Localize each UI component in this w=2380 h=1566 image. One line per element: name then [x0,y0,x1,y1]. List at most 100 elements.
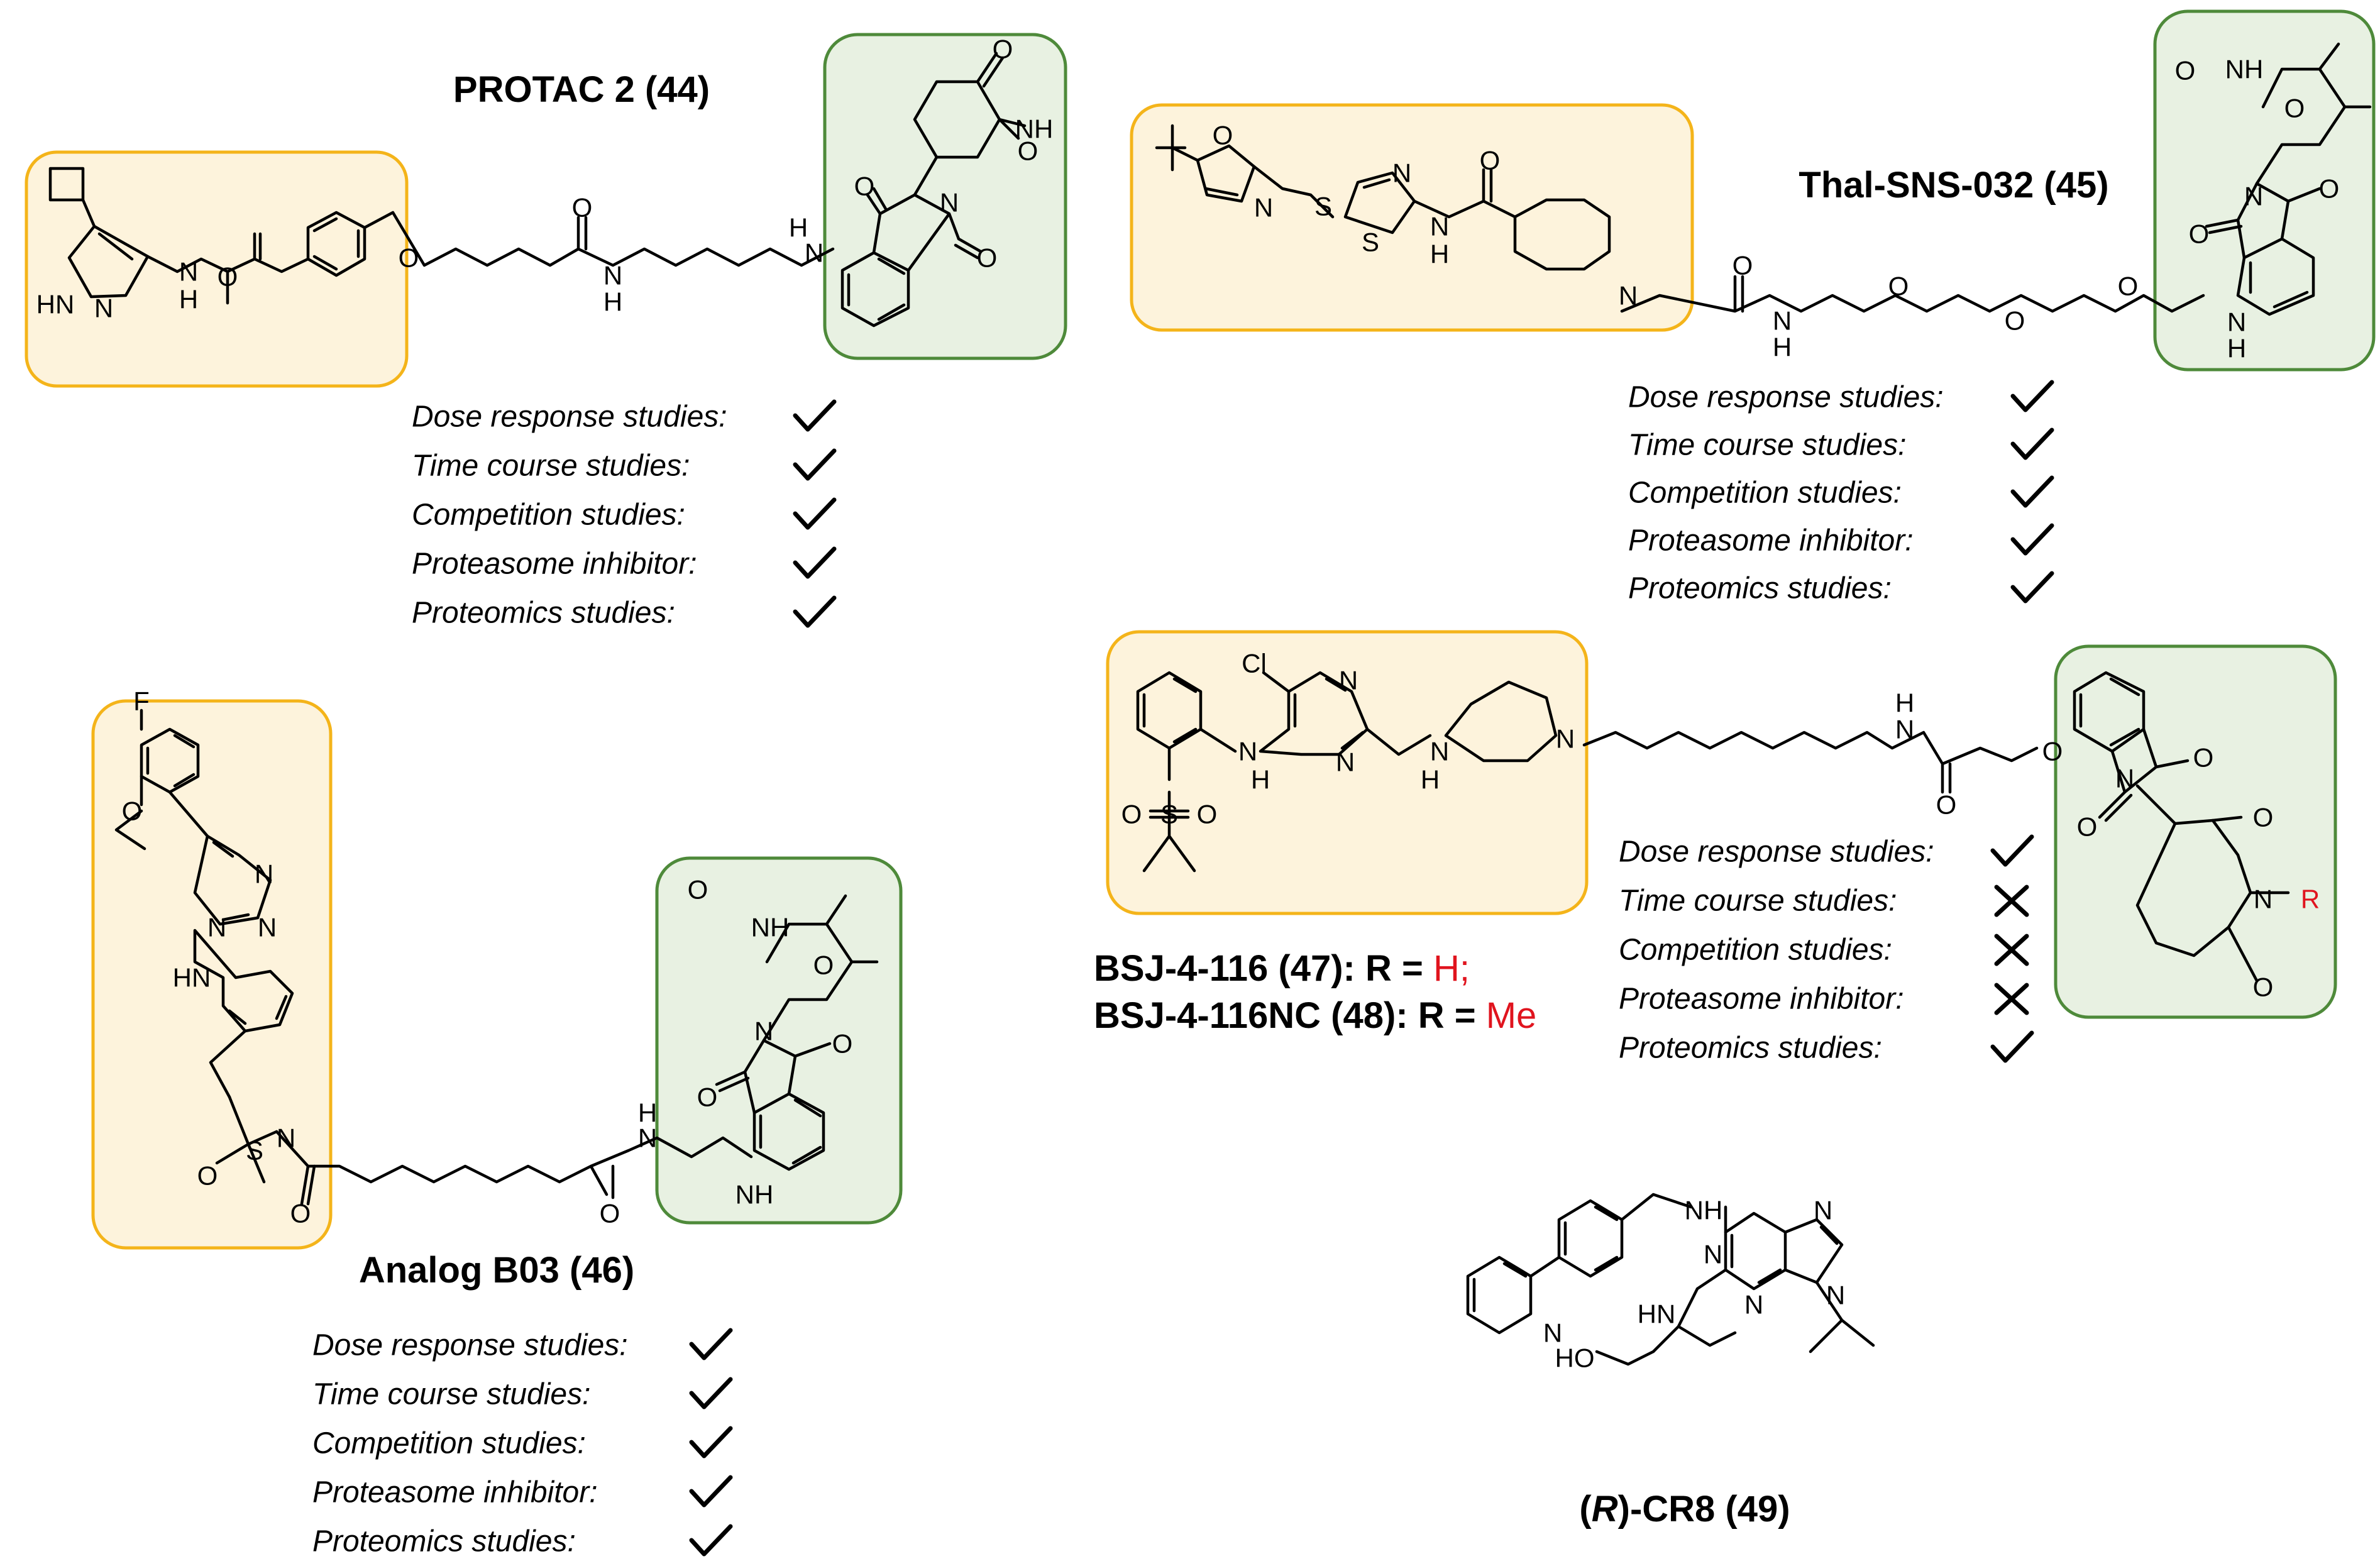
cross-icon [1994,983,2029,1015]
study-label: Competition studies: [1628,477,1902,510]
checkmark-icon [1990,1030,2034,1063]
atom-label: NH [735,1180,774,1210]
atom-label: HO [1555,1343,1595,1373]
study-label: Proteasome inhibitor: [1628,524,1914,558]
checkmark-icon [2010,427,2054,460]
checkmark-icon [793,546,837,579]
atom-label: N [638,1123,657,1153]
atom-label: O [832,1029,853,1059]
title-44: PROTAC 2 (44) [453,69,710,110]
atom-label: N [1238,737,1257,766]
atom-label: N [1619,281,1638,311]
atom-label: N [1773,306,1792,336]
title-48-name: BSJ-4-116NC (48) [1094,995,1396,1036]
atom-label: O [2284,94,2305,123]
atom-label: O [1936,790,1957,820]
checkmark-icon [2010,571,2054,604]
atom-label: S [1160,800,1178,829]
checkmark-icon [2010,380,2054,412]
atom-label: N [1254,193,1273,223]
atom-label: N [1543,1318,1562,1348]
study-list-44: Dose response studies: Time course studie… [412,399,837,630]
atom-label: N [603,261,622,290]
atom-label: N [1826,1281,1845,1310]
atom-label: H [789,213,808,243]
atom-label: N [805,238,824,268]
study-label: Dose response studies: [412,400,727,434]
atom-label: H [2227,334,2246,363]
atom-label: O [1888,272,1909,301]
study-label: Proteomics studies: [1619,1032,1882,1065]
atom-label: N [1430,737,1449,766]
study-label: Competition studies: [412,499,685,532]
atom-label: N [179,257,198,287]
title-47-name: BSJ-4-116 (47) [1094,948,1343,989]
title-47-r-value: H; [1433,948,1470,989]
checkmark-icon [793,595,837,628]
title-49-name: )-CR8 (49) [1618,1489,1790,1530]
study-label: Time course studies: [412,449,690,483]
study-label: Proteasome inhibitor: [412,548,697,581]
atom-label: HN [1638,1299,1676,1329]
atom-label: N [1336,747,1355,777]
study-label: Proteomics studies: [312,1525,576,1558]
checkmark-icon [689,1377,733,1409]
title-48-r-value: Me [1486,995,1537,1036]
atom-label: O [2175,56,2196,85]
atom-label: NH [1685,1196,1723,1225]
checkmark-icon [689,1475,733,1508]
atom-label: O [290,1199,311,1228]
atom-label: O [1213,121,1233,150]
atom-label: O [2253,803,2274,832]
atom-label: N [258,913,277,942]
atom-label: N [2227,307,2246,337]
atom-label: NH [2225,55,2264,84]
atom-label: S [246,1136,263,1166]
atom-label: H [1430,240,1449,269]
checkmark-icon [689,1524,733,1557]
atom-label: O [2042,737,2063,766]
study-label: Proteomics studies: [412,597,675,630]
atom-label: O [399,243,419,273]
study-label: Dose response studies: [312,1329,628,1362]
atom-label: N [1430,212,1449,241]
e3-ligand-box-46 [655,856,903,1225]
atom-label: O [2253,973,2274,1002]
structure-47 [1136,671,2290,983]
atom-label: H [1251,765,1270,795]
study-label: Time course studies: [312,1378,590,1411]
atom-label: F [133,687,150,716]
e3-ligand-box-44 [823,33,1067,360]
atom-label: O [2193,743,2214,773]
atom-label: O [2005,306,2025,336]
atom-label: O [2189,219,2210,249]
atom-label: H [1421,765,1440,795]
checkmark-icon [793,448,837,481]
target-ligand-box-45 [1130,103,1694,332]
atom-label: N [1744,1290,1763,1320]
atom-label: H [179,285,198,314]
study-label: Proteomics studies: [1628,572,1892,605]
target-ligand-box-44 [25,150,409,388]
compound-49: (R)-CR8 (49) NH N N N N N HN HO [1466,1193,1875,1530]
title-45: Thal-SNS-032 (45) [1799,165,2108,206]
atom-label: O [600,1199,620,1228]
checkmark-icon [689,1426,733,1458]
compound-46: Analog B03 (46) F O N N N HN S [91,687,903,1558]
study-label: Dose response studies: [1619,835,1934,869]
study-label: Competition studies: [312,1427,586,1460]
atom-label: N [94,294,113,323]
atom-label: O [688,875,708,905]
atom-label: N [1704,1240,1722,1269]
atom-label: N [207,913,226,942]
structure-46 [114,709,879,1206]
atom-label: O [1197,800,1218,829]
study-label: Competition studies: [1619,934,1892,967]
checkmark-icon [2010,475,2054,508]
target-ligand-box-46 [91,699,333,1250]
compound-45: Thal-SNS-032 (45) O N S N S O N H [1130,9,2376,605]
atom-label: N [2244,182,2263,211]
atom-label: HN [173,963,211,993]
atom-label: H [1895,688,1914,718]
atom-label: H [638,1098,657,1128]
